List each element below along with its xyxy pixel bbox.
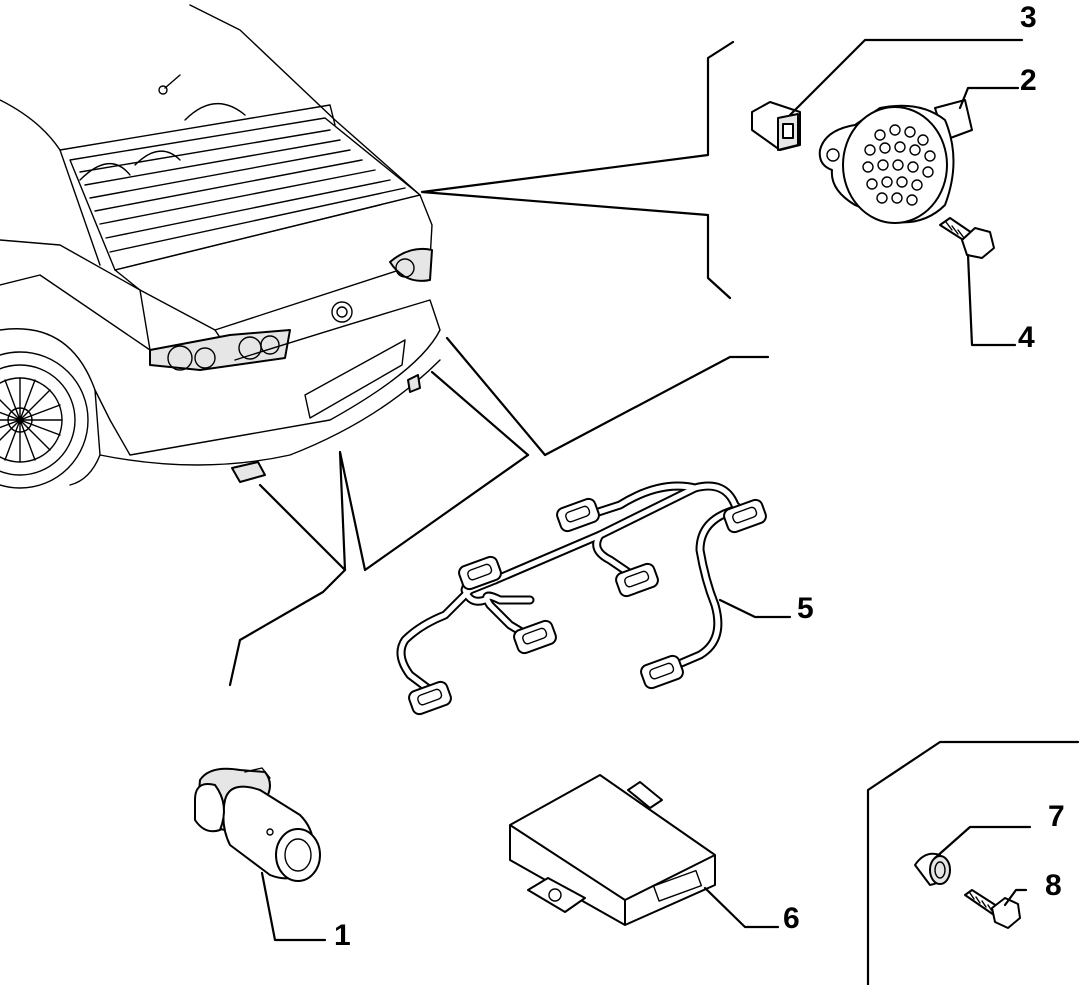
part-1-parking-sensor [194,767,321,882]
callout-leaders [260,38,1032,942]
part-8-screw [964,889,1021,929]
callout-4: 4 [1018,321,1035,354]
part-5-wiring-harness [396,481,767,716]
callout-3: 3 [1020,1,1037,34]
callout-1: 1 [334,919,351,952]
part-3-clip [751,101,801,151]
callout-6: 6 [783,902,800,935]
callout-labels: 3 2 4 5 6 1 7 8 [334,1,1065,952]
part-6-control-unit [509,774,716,926]
car-rear-view [0,4,441,489]
callout-2: 2 [1020,64,1037,97]
callout-7: 7 [1048,800,1065,833]
part-2-buzzer [818,99,973,224]
callout-5: 5 [797,592,814,625]
inset-box [866,740,1080,985]
harness-connectors [408,497,767,716]
callout-8: 8 [1045,869,1062,902]
buzzer-holes [862,124,936,206]
part-7-grommet [914,852,951,886]
part-4-bolt [939,217,995,259]
leader-lines [228,40,770,687]
